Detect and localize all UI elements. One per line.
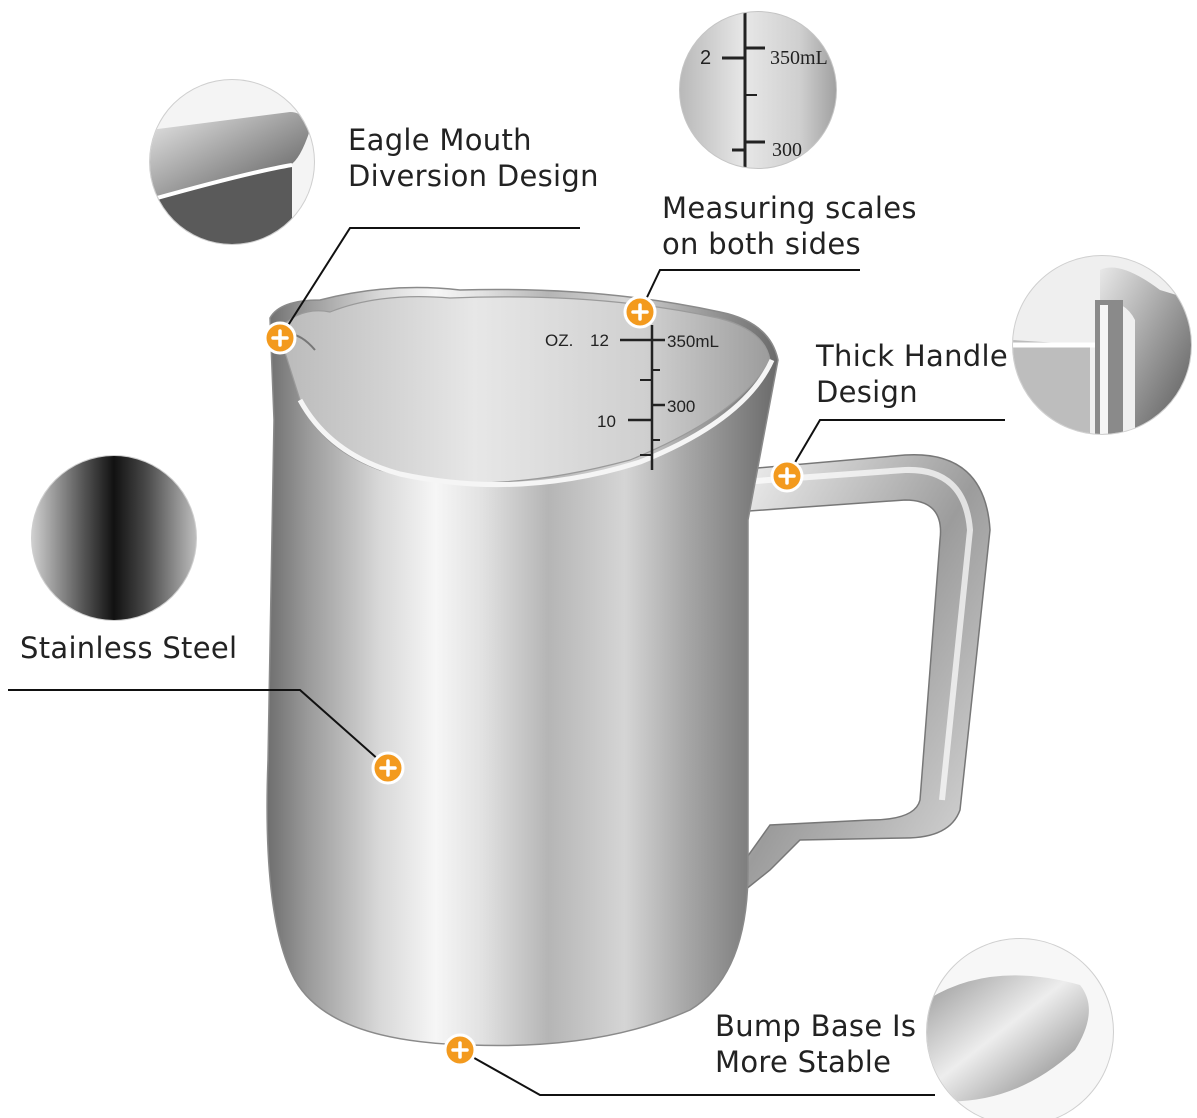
label-line: Design [816, 375, 918, 409]
leader-stainless-steel [8, 689, 389, 769]
zoom-eagle-mouth [149, 79, 315, 245]
zoom-thick-handle [1012, 255, 1192, 435]
plus-marker-icon [371, 751, 405, 785]
label-line: Bump Base Is [715, 1009, 917, 1043]
label-line: Diversion Design [348, 159, 599, 193]
zoom-ml-300: 300 [772, 139, 802, 161]
leader-eagle-mouth [279, 227, 580, 339]
label-line: Thick Handle [816, 339, 1008, 373]
label-measuring-scales: Measuring scales on both sides [662, 190, 917, 262]
zoom-bump-base [926, 938, 1114, 1118]
leader-lines [8, 227, 1005, 1096]
pitcher: OZ. 12 10 350mL 300 [266, 286, 991, 1047]
plus-markers [263, 295, 804, 1067]
zoom-stainless-steel [31, 455, 197, 621]
pitcher-handle [734, 453, 991, 892]
zoom-oz-fragment: 2 [700, 47, 711, 69]
plus-marker-icon [443, 1033, 477, 1067]
oz-tick-10: 10 [597, 412, 616, 431]
zoom-measuring-scale: 2 350mL 300 [679, 11, 837, 169]
label-thick-handle: Thick Handle Design [816, 338, 1008, 410]
label-stainless-steel: Stainless Steel [20, 630, 237, 666]
inner-measuring-scale: OZ. 12 10 350mL 300 [545, 325, 719, 470]
ml-tick-300: 300 [667, 397, 695, 416]
label-line: Stainless Steel [20, 631, 238, 665]
pitcher-body [266, 286, 779, 1047]
label-line: on both sides [662, 227, 861, 261]
plus-marker-icon [263, 321, 297, 355]
zoom-ml-350: 350mL [770, 47, 828, 69]
label-bump-base: Bump Base Is More Stable [715, 1008, 916, 1080]
plus-marker-icon [623, 295, 657, 329]
oz-unit-label: OZ. [545, 331, 573, 350]
plus-marker-icon [770, 459, 804, 493]
ml-tick-350: 350mL [667, 332, 719, 351]
label-eagle-mouth: Eagle Mouth Diversion Design [348, 122, 599, 194]
oz-tick-12: 12 [590, 331, 609, 350]
leader-thick-handle [786, 419, 1005, 477]
label-line: Measuring scales [662, 191, 917, 225]
leader-bump-base [459, 1049, 935, 1096]
label-line: Eagle Mouth [348, 123, 532, 157]
label-line: More Stable [715, 1045, 892, 1079]
